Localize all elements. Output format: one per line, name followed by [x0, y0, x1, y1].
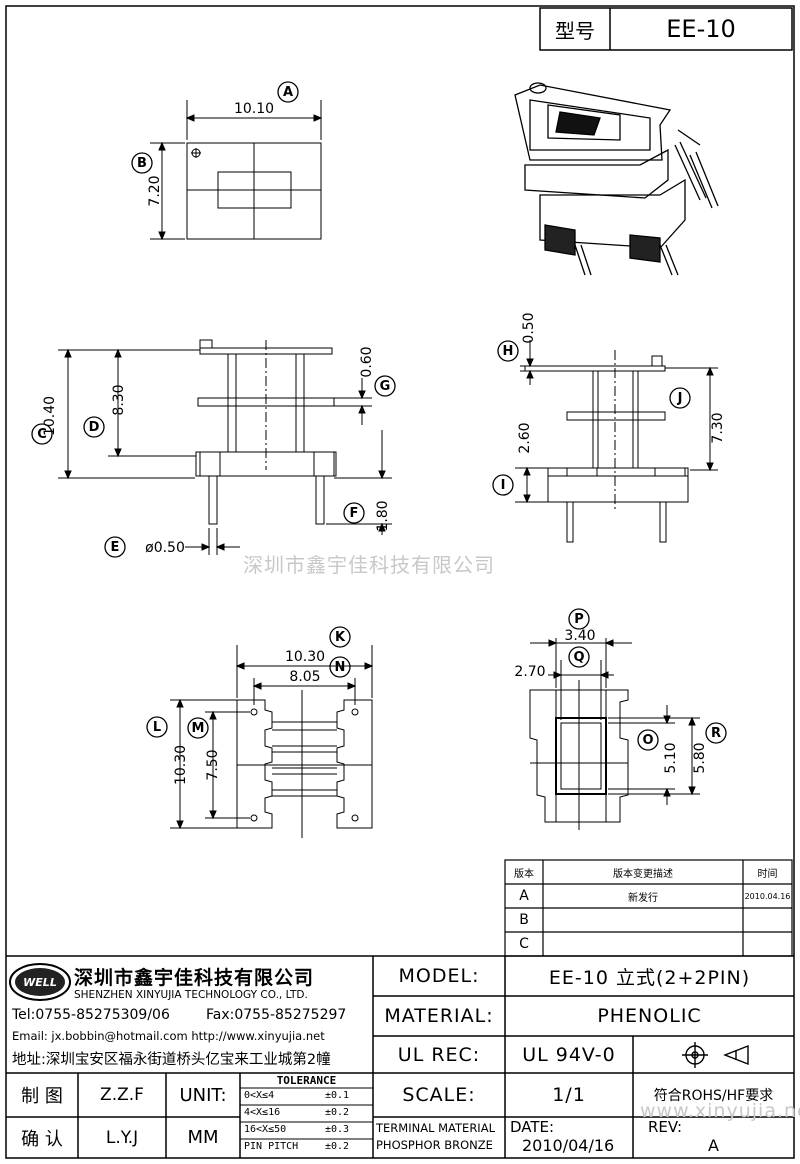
material-label: MATERIAL: — [384, 1005, 494, 1027]
callout-I: I — [500, 477, 506, 493]
tolerance-value: ±0.3 — [325, 1124, 350, 1135]
front-view — [58, 339, 392, 555]
dim-B: 7.20 — [147, 175, 163, 207]
ul-symbols — [682, 1042, 749, 1068]
terminal-material-value: PHOSPHOR BRONZE — [376, 1138, 493, 1152]
tolerance-range: 0<X≤4 — [244, 1090, 275, 1101]
callout-C: C — [37, 426, 47, 442]
ulrec-value: UL 94V-0 — [522, 1043, 616, 1066]
dim-D: 8.30 — [111, 384, 127, 416]
company-logo — [9, 963, 71, 1001]
tolerance-range: 4<X≤16 — [244, 1107, 281, 1118]
header-model-value: EE-10 — [666, 15, 736, 43]
callout-N: N — [334, 659, 346, 675]
terminal-material-label: TERMINAL MATERIAL — [376, 1121, 495, 1135]
header-model-label: 型号 — [555, 18, 595, 43]
dim-G: 0.60 — [359, 346, 375, 378]
tolerance-value: ±0.2 — [325, 1107, 350, 1118]
rev-header-date: 时间 — [757, 868, 778, 880]
dim-J: 7.30 — [710, 412, 726, 444]
dim-P: 3.40 — [564, 628, 596, 644]
rev-header-desc: 版本变更描述 — [613, 868, 673, 880]
isometric-view — [514, 82, 719, 276]
company-fax: Fax:0755-85275297 — [206, 1007, 347, 1023]
dim-O: 5.10 — [663, 742, 679, 774]
scale-label: SCALE: — [402, 1084, 476, 1106]
company-email: Email: jx.bobbin@hotmail.com http://www.… — [12, 1029, 325, 1043]
callout-B: B — [137, 155, 147, 171]
logo-text: WELL — [23, 975, 57, 989]
dim-R: 5.80 — [692, 742, 708, 774]
rev-row-desc: 新发行 — [628, 892, 658, 904]
callout-Q: Q — [573, 649, 585, 665]
dim-H: 0.50 — [521, 312, 537, 344]
tolerance-range: PIN PITCH — [244, 1141, 299, 1152]
drawn-label: 制 图 — [21, 1086, 63, 1107]
callout-M: M — [191, 720, 205, 736]
checked-value: L.Y.J — [105, 1127, 139, 1148]
unit-label: UNIT: — [179, 1084, 227, 1106]
callout-A: A — [282, 84, 294, 100]
dim-C: 10.40 — [42, 395, 58, 437]
tolerance-value: ±0.2 — [325, 1141, 350, 1152]
callout-L: L — [152, 719, 162, 735]
callout-O: O — [642, 732, 654, 748]
rev-header-version: 版本 — [514, 868, 534, 880]
callout-K: K — [334, 629, 346, 645]
top-view — [150, 100, 323, 241]
callout-E: E — [110, 539, 120, 555]
dim-I: 2.60 — [517, 422, 533, 454]
date-value: 2010/04/16 — [522, 1136, 615, 1155]
model-value: EE-10 立式(2+2PIN) — [548, 966, 751, 989]
company-name-en: SHENZHEN XINYUJIA TECHNOLOGY CO., LTD. — [74, 989, 308, 1001]
rev-row-version: A — [519, 888, 529, 904]
dim-L: 10.30 — [173, 744, 189, 786]
dim-Q: 2.70 — [514, 664, 546, 680]
rev-value: A — [708, 1136, 719, 1155]
rohs-note: 符合ROHS/HF要求 — [653, 1088, 774, 1104]
callout-F: F — [349, 505, 359, 521]
scale-value: 1/1 — [552, 1084, 586, 1106]
tolerance-range: 16<X≤50 — [244, 1124, 287, 1135]
tolerance-title: TOLERANCE — [276, 1074, 337, 1087]
rev-label: REV: — [648, 1118, 682, 1136]
rev-row-version: B — [519, 912, 529, 928]
watermark-company: 深圳市鑫宇佳科技有限公司 — [243, 553, 495, 577]
watermark-url: www.xinyujia.net — [640, 1100, 800, 1122]
date-label: DATE: — [510, 1118, 555, 1136]
company-tel: Tel:0755-85275309/06 — [12, 1007, 170, 1023]
material-value: PHENOLIC — [597, 1005, 702, 1027]
side-view — [515, 340, 718, 543]
company-name-cn: 深圳市鑫宇佳科技有限公司 — [74, 967, 315, 989]
section-view — [529, 638, 700, 830]
callout-H: H — [502, 343, 514, 359]
tolerance-value: ±0.1 — [325, 1090, 350, 1101]
dim-M: 7.50 — [205, 749, 221, 781]
title-block-grid — [6, 955, 794, 1158]
drawn-value: Z.Z.F — [100, 1085, 144, 1105]
callout-circles — [31, 81, 727, 751]
dim-A: 10.10 — [233, 101, 275, 117]
callout-J: J — [677, 390, 683, 406]
checked-label: 确 认 — [21, 1128, 63, 1150]
bottom-view — [170, 645, 374, 838]
rev-row-version: C — [519, 936, 529, 952]
dim-K: 10.30 — [284, 649, 326, 665]
rev-row-date: 2010.04.16 — [744, 891, 791, 901]
dim-E: ø0.50 — [145, 540, 185, 556]
company-address: 地址:深圳宝安区福永街道桥头亿宝来工业城第2幢 — [12, 1052, 331, 1068]
revision-table-grid — [504, 859, 793, 957]
unit-value: MM — [187, 1127, 219, 1148]
callout-D: D — [88, 419, 100, 435]
callout-R: R — [710, 725, 721, 741]
callout-G: G — [379, 378, 391, 394]
ulrec-label: UL REC: — [397, 1043, 481, 1066]
model-label: MODEL: — [398, 965, 480, 987]
callout-P: P — [574, 611, 584, 627]
dim-F: 1.80 — [375, 500, 391, 532]
dim-N: 8.05 — [289, 669, 321, 685]
